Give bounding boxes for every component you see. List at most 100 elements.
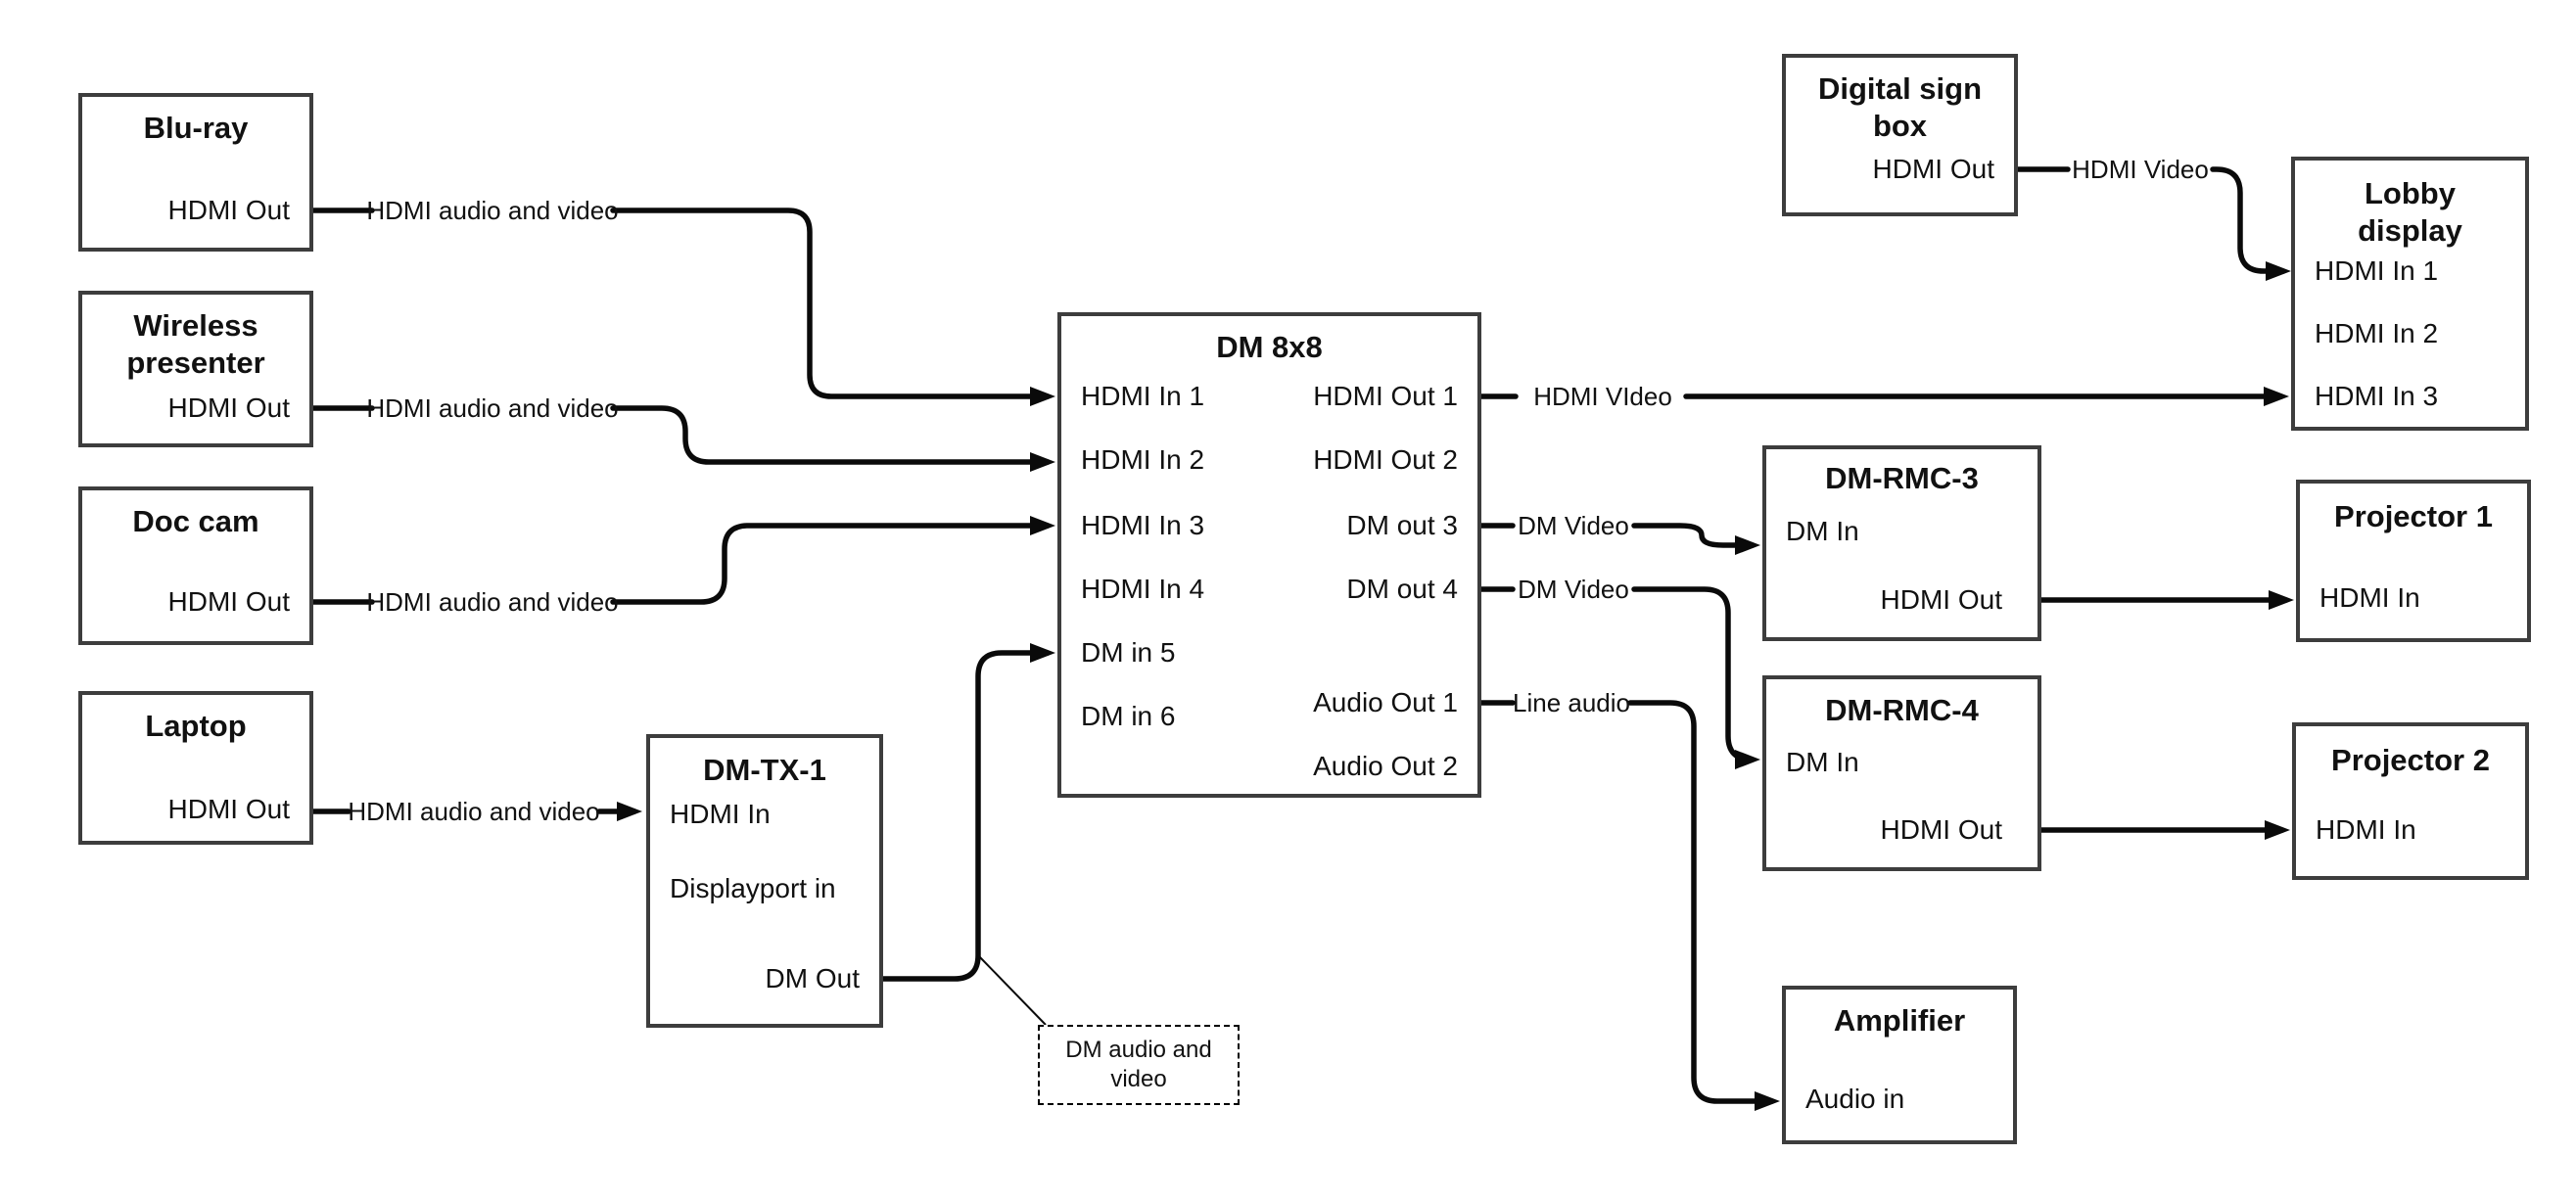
node-title-line: presenter xyxy=(126,346,265,380)
node-title-doc-cam: Doc cam xyxy=(82,503,309,540)
port-dm-rmc-3-dm-in: DM In xyxy=(1786,516,1859,546)
port-dm-8x8-hdmi-in-3: HDMI In 3 xyxy=(1081,510,1205,540)
port-dm-8x8-audio-out-2: Audio Out 2 xyxy=(1313,751,1458,781)
port-projector-1-hdmi-in: HDMI In xyxy=(2319,582,2420,613)
cable-label-dm8x8-audioout1-to-amplifier: Line audio xyxy=(1513,688,1630,717)
node-title-projector-1: Projector 1 xyxy=(2300,498,2527,535)
port-dm-rmc-4-dm-in: DM In xyxy=(1786,747,1859,777)
port-amplifier-audio-in: Audio in xyxy=(1805,1084,1905,1114)
node-title-projector-2: Projector 2 xyxy=(2296,742,2525,779)
node-title-line: Lobby xyxy=(2365,176,2456,210)
port-projector-2-hdmi-in: HDMI In xyxy=(2316,814,2416,845)
port-dm-tx-1-displayport-in: Displayport in xyxy=(670,873,836,903)
cable-dm8x8-audioout1-to-amplifier xyxy=(1627,700,1775,1104)
node-title-line: Amplifier xyxy=(1833,1003,1966,1038)
node-title-dm-rmc-4: DM-RMC-4 xyxy=(1766,692,2037,729)
arrowhead-doc-cam-to-dm8x8-in3 xyxy=(1030,516,1055,535)
cable-wireless-to-dm8x8-in2 xyxy=(610,405,1051,465)
cable-blu-ray-to-dm8x8-in1 xyxy=(610,208,1051,399)
cable-dmtx1-dmout-to-dm8x8-in5 xyxy=(880,650,1051,982)
node-title-line: Wireless xyxy=(133,308,258,343)
node-projector-2: Projector 2 HDMI In xyxy=(2292,722,2529,880)
cable-label-blu-ray-to-dm8x8-in1: HDMI audio and video xyxy=(366,196,618,225)
node-title-line: Projector 1 xyxy=(2334,499,2493,533)
arrowhead-rmc3-hdmiout-to-projector1 xyxy=(2269,590,2294,610)
port-dm-tx-1-dm-out: DM Out xyxy=(765,963,860,993)
arrowhead-rmc4-hdmiout-to-projector2 xyxy=(2265,820,2290,840)
port-dm-8x8-dm-out-3: DM out 3 xyxy=(1346,510,1458,540)
cable-label-dm8x8-dmout4-to-rmc4-dmin: DM Video xyxy=(1518,575,1629,604)
port-dm-8x8-hdmi-out-1: HDMI Out 1 xyxy=(1313,381,1458,411)
port-laptop-hdmi-out: HDMI Out xyxy=(167,794,290,824)
node-title-dm-rmc-3: DM-RMC-3 xyxy=(1766,460,2037,497)
port-lobby-display-hdmi-in-2: HDMI In 2 xyxy=(2315,318,2439,348)
port-lobby-display-hdmi-in-1: HDMI In 1 xyxy=(2315,255,2439,286)
node-title-line: Blu-ray xyxy=(143,111,249,145)
note-pointer-line xyxy=(978,955,1047,1026)
cable-label-digital-sign-to-lobby-in1: HDMI Video xyxy=(2072,155,2209,184)
port-lobby-display-hdmi-in-3: HDMI In 3 xyxy=(2315,381,2439,411)
cable-dm8x8-dmout3-to-rmc3-dmin xyxy=(1631,523,1756,548)
arrowhead-dmtx1-dmout-to-dm8x8-in5 xyxy=(1030,643,1055,663)
port-dm-tx-1-hdmi-in: HDMI In xyxy=(670,799,771,829)
cable-label-wireless-to-dm8x8-in2: HDMI audio and video xyxy=(366,393,618,423)
node-title-line: DM-RMC-4 xyxy=(1825,693,1979,727)
cable-digital-sign-to-lobby-in1 xyxy=(2210,166,2286,274)
node-title-dm-tx-1: DM-TX-1 xyxy=(650,752,879,789)
arrowhead-laptop-to-dmtx1-hdmi-in xyxy=(617,802,642,821)
arrowhead-dm8x8-out1-to-lobby-in3 xyxy=(2264,387,2289,406)
node-title-line: Projector 2 xyxy=(2331,743,2490,777)
arrowhead-dm8x8-audioout1-to-amplifier xyxy=(1755,1091,1780,1111)
node-title-line: DM-TX-1 xyxy=(703,753,826,787)
port-dm-8x8-hdmi-in-2: HDMI In 2 xyxy=(1081,444,1205,475)
port-doc-cam-hdmi-out: HDMI Out xyxy=(167,586,290,617)
node-title-line: Digital sign xyxy=(1817,71,1983,106)
arrowhead-wireless-to-dm8x8-in2 xyxy=(1030,452,1055,472)
port-dm-8x8-dm-in-5: DM in 5 xyxy=(1081,637,1176,668)
arrowhead-dm8x8-dmout4-to-rmc4-dmin xyxy=(1735,750,1760,769)
node-title-line: Doc cam xyxy=(132,504,259,538)
arrowhead-digital-sign-to-lobby-in1 xyxy=(2266,261,2291,281)
node-title-line: DM 8x8 xyxy=(1216,330,1323,364)
port-dm-8x8-dm-in-6: DM in 6 xyxy=(1081,701,1176,731)
node-title-amplifier: Amplifier xyxy=(1786,1002,2013,1039)
port-dm-8x8-audio-out-1: Audio Out 1 xyxy=(1313,687,1458,717)
port-dm-8x8-hdmi-out-2: HDMI Out 2 xyxy=(1313,444,1458,475)
node-dm-rmc-3: DM-RMC-3 DM In HDMI Out xyxy=(1762,445,2041,641)
node-title-line: Laptop xyxy=(145,709,247,743)
cable-label-dm8x8-out1-to-lobby-in3: HDMI VIdeo xyxy=(1533,382,1672,411)
cable-label-laptop-to-dmtx1-hdmi-in: HDMI audio and video xyxy=(348,797,599,826)
port-dm-8x8-hdmi-in-4: HDMI In 4 xyxy=(1081,574,1205,604)
port-wireless-presenter-hdmi-out: HDMI Out xyxy=(167,393,290,423)
port-digital-sign-box-hdmi-out: HDMI Out xyxy=(1872,154,1994,184)
port-dm-rmc-3-hdmi-out: HDMI Out xyxy=(1880,584,2002,615)
node-title-laptop: Laptop xyxy=(82,708,309,745)
port-dm-rmc-4-hdmi-out: HDMI Out xyxy=(1880,814,2002,845)
arrowhead-dm8x8-dmout3-to-rmc3-dmin xyxy=(1735,535,1760,555)
cable-label-doc-cam-to-dm8x8-in3: HDMI audio and video xyxy=(366,587,618,617)
port-blu-ray-hdmi-out: HDMI Out xyxy=(167,195,290,225)
node-title-blu-ray: Blu-ray xyxy=(82,110,309,147)
node-title-dm-8x8: DM 8x8 xyxy=(1061,329,1477,366)
node-title-line: box xyxy=(1872,109,1928,143)
arrowhead-blu-ray-to-dm8x8-in1 xyxy=(1030,387,1055,406)
port-dm-8x8-hdmi-in-1: HDMI In 1 xyxy=(1081,381,1205,411)
node-title-line: DM-RMC-3 xyxy=(1825,461,1979,495)
cable-doc-cam-to-dm8x8-in3 xyxy=(610,523,1051,605)
cable-label-dm8x8-dmout3-to-rmc3-dmin: DM Video xyxy=(1518,511,1629,540)
node-dm-rmc-4: DM-RMC-4 DM In HDMI Out xyxy=(1762,675,2041,871)
